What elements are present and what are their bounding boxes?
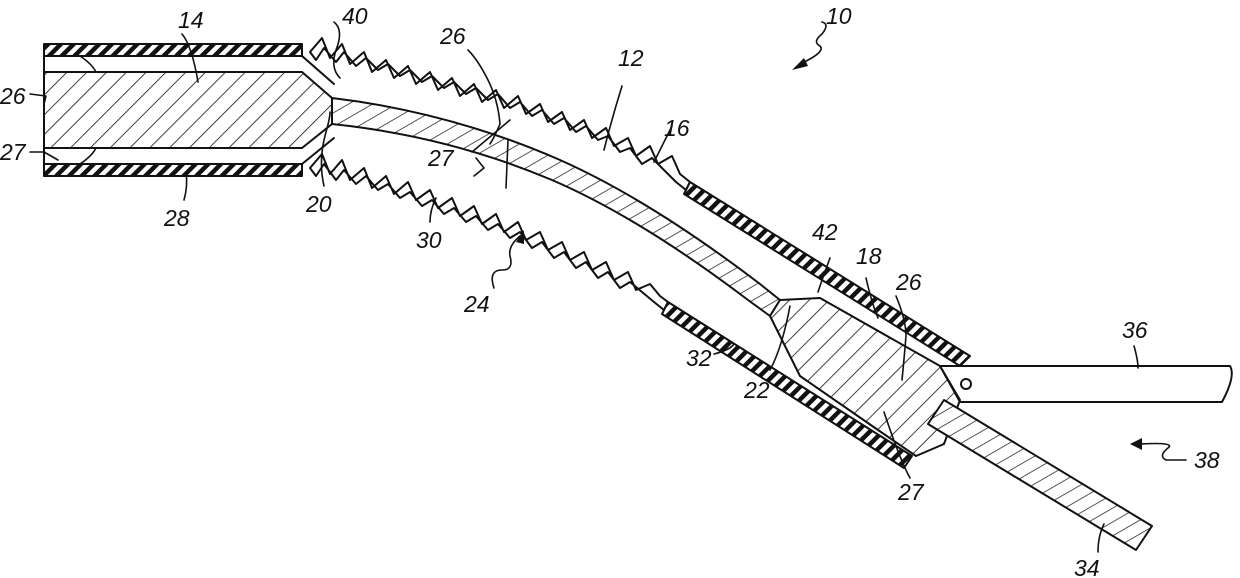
blade bbox=[940, 366, 1232, 402]
label-22: 22 bbox=[743, 377, 770, 403]
label-26-mid: 26 bbox=[439, 23, 466, 49]
label-38: 38 bbox=[1194, 447, 1220, 473]
left-plug-body bbox=[44, 56, 334, 164]
label-27-left: 27 bbox=[0, 139, 27, 165]
label-10: 10 bbox=[826, 3, 852, 29]
label-27-right: 27 bbox=[897, 479, 925, 505]
lower-corrugated-wall bbox=[310, 154, 668, 310]
label-40: 40 bbox=[342, 3, 368, 29]
label-27-mid: 27 bbox=[427, 145, 455, 171]
label-42: 42 bbox=[812, 219, 838, 245]
label-24: 24 bbox=[463, 291, 490, 317]
label-26-right: 26 bbox=[895, 269, 922, 295]
label-14: 14 bbox=[178, 7, 204, 33]
label-18: 18 bbox=[856, 243, 882, 269]
label-12: 12 bbox=[618, 45, 644, 71]
label-36: 36 bbox=[1122, 317, 1148, 343]
label-30: 30 bbox=[416, 227, 442, 253]
label-28: 28 bbox=[163, 205, 190, 231]
lower-conductor bbox=[928, 400, 1152, 550]
label-34: 34 bbox=[1074, 555, 1100, 578]
label-26-left: 26 bbox=[0, 83, 26, 109]
label-16: 16 bbox=[664, 115, 690, 141]
label-32: 32 bbox=[686, 345, 712, 371]
label-20: 20 bbox=[305, 191, 332, 217]
